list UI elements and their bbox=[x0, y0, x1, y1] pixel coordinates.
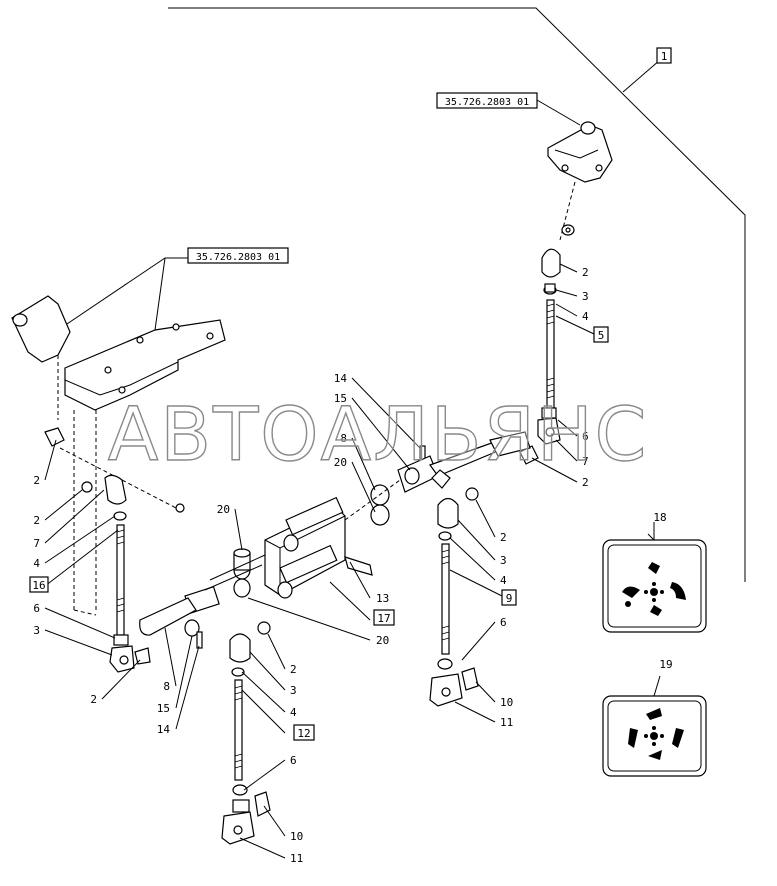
boxed-labels: 5 16 17 9 12 bbox=[29, 315, 609, 741]
assembly-frame-lines: 1 bbox=[168, 7, 746, 582]
part-label: 4 bbox=[33, 557, 40, 570]
ref-label-left: 35.726.2803 01 bbox=[196, 252, 280, 263]
part-label: 7 bbox=[582, 455, 589, 468]
part-label: 2 bbox=[33, 474, 40, 487]
part-label: 7 bbox=[33, 537, 40, 550]
part-label: 20 bbox=[334, 456, 347, 469]
part-label: 3 bbox=[290, 684, 297, 697]
part-label: 10 bbox=[500, 696, 513, 709]
mounting-bracket-left bbox=[11, 295, 71, 420]
part-label: 2 bbox=[90, 693, 97, 706]
shaft-assembly-17 bbox=[139, 496, 373, 649]
part-label: 4 bbox=[582, 310, 589, 323]
part-label: 6 bbox=[290, 754, 297, 767]
rod-assembly-9 bbox=[429, 487, 479, 707]
rod-assembly-5 bbox=[519, 224, 575, 465]
boxed-label-16: 16 bbox=[32, 579, 45, 592]
boxed-label-9: 9 bbox=[506, 592, 513, 605]
joystick-decal-icon bbox=[628, 708, 684, 760]
boxed-label-17: 17 bbox=[377, 612, 390, 625]
part-label: 2 bbox=[582, 266, 589, 279]
part-label: 11 bbox=[500, 716, 513, 729]
upper-linkage bbox=[344, 431, 531, 526]
part-labels: 2 2 7 4 6 3 2 14 15 8 20 20 2 3 4 6 7 2 … bbox=[33, 266, 672, 865]
part-label: 2 bbox=[290, 663, 297, 676]
part-label: 6 bbox=[500, 616, 507, 629]
joystick-decal-icon bbox=[622, 562, 686, 616]
part-label: 2 bbox=[33, 514, 40, 527]
leader-lines bbox=[44, 263, 578, 859]
part-label: 2 bbox=[582, 476, 589, 489]
part-label: 13 bbox=[376, 592, 389, 605]
part-label: 8 bbox=[163, 680, 170, 693]
part-label: 15 bbox=[334, 392, 347, 405]
boxed-label-5: 5 bbox=[598, 329, 605, 342]
label-box-1 bbox=[656, 47, 672, 64]
watermark: АВТОАЛЬЯНС bbox=[108, 392, 649, 478]
mounting-plate bbox=[59, 319, 226, 616]
decal-19 bbox=[602, 675, 707, 777]
reference-tag-top-right: 35.726.2803 01 bbox=[436, 92, 581, 126]
part-label: 4 bbox=[290, 706, 297, 719]
reference-tag-left: 35.726.2803 01 bbox=[57, 247, 289, 331]
ref-label-top-right: 35.726.2803 01 bbox=[445, 97, 529, 108]
part-label: 14 bbox=[334, 372, 348, 385]
part-label: 18 bbox=[653, 511, 666, 524]
part-label: 15 bbox=[157, 702, 170, 715]
part-label: 10 bbox=[290, 830, 303, 843]
part-label: 3 bbox=[500, 554, 507, 567]
decal-18 bbox=[602, 522, 707, 633]
part-label: 3 bbox=[33, 624, 40, 637]
part-label: 3 bbox=[582, 290, 589, 303]
part-label: 20 bbox=[376, 634, 389, 647]
part-label: 20 bbox=[217, 503, 230, 516]
part-label: 8 bbox=[340, 432, 347, 445]
rod-assembly-12 bbox=[221, 621, 271, 845]
part-label: 19 bbox=[659, 658, 672, 671]
label-1: 1 bbox=[661, 50, 668, 63]
part-label: 2 bbox=[500, 531, 507, 544]
part-label: 14 bbox=[157, 723, 171, 736]
rod-assembly-16 bbox=[44, 427, 151, 673]
part-label: 11 bbox=[290, 852, 303, 865]
boxed-label-12: 12 bbox=[297, 727, 310, 740]
part-label: 6 bbox=[33, 602, 40, 615]
part-label: 4 bbox=[500, 574, 507, 587]
part-label: 6 bbox=[582, 430, 589, 443]
mounting-bracket-right bbox=[547, 121, 613, 241]
